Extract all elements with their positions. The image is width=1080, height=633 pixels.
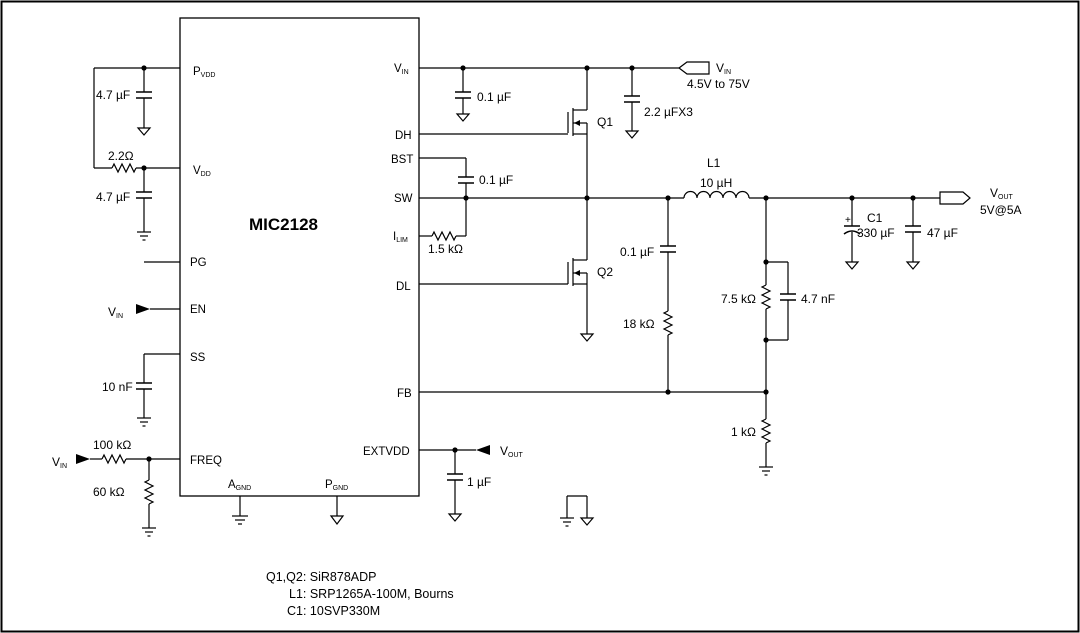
en-wiring: VIN xyxy=(108,304,180,320)
pin-sw: SW xyxy=(394,193,413,205)
label-c-extvdd: 1 µF xyxy=(467,475,491,489)
ground-tie xyxy=(560,495,595,527)
label-vin-range: 4.5V to 75V xyxy=(687,77,750,91)
freq-network: VIN 100 kΩ 60 kΩ xyxy=(52,438,180,537)
label-vout-net: VOUT xyxy=(990,186,1014,201)
label-extvdd-vout: VOUT xyxy=(500,444,524,459)
label-q1: Q1 xyxy=(597,115,613,129)
pin-agnd: AGND xyxy=(228,479,251,492)
vin-bypass-cap: 0.1 µF xyxy=(455,68,511,122)
label-r-freq-top: 100 kΩ xyxy=(93,438,131,452)
ilim-network: 1.5 kΩ xyxy=(419,198,467,256)
note-line-1: Q1,Q2: SiR878ADP xyxy=(266,570,376,584)
extvdd-network: VOUT 1 µF xyxy=(419,444,524,522)
label-r-fb-bot: 1 kΩ xyxy=(731,425,756,439)
note-line-3: C1: 10SVP330M xyxy=(287,604,380,618)
label-r-vdd: 2.2Ω xyxy=(108,149,134,163)
pin-bst: BST xyxy=(391,154,413,166)
label-l1-val: 10 µH xyxy=(700,176,732,190)
label-c1-ref: C1 xyxy=(867,211,883,225)
mosfet-q1: Q1 xyxy=(419,68,613,198)
pin-en: EN xyxy=(190,304,206,316)
ss-network: 10 nF xyxy=(102,353,180,427)
pin-dl: DL xyxy=(396,281,411,293)
bst-network: 0.1 µF xyxy=(419,157,513,201)
label-c-bst: 0.1 µF xyxy=(479,173,513,187)
label-l1-ref: L1 xyxy=(707,156,721,170)
label-vout-spec: 5V@5A xyxy=(980,203,1022,217)
pin-fb: FB xyxy=(397,388,412,400)
label-c-vdd: 4.7 µF xyxy=(96,190,130,204)
label-r-freq-bot: 60 kΩ xyxy=(93,485,125,499)
feedback-network: 7.5 kΩ 4.7 nF 1 kΩ xyxy=(419,198,835,476)
ic-body xyxy=(179,17,420,497)
label-c-vin-bulk: 2.2 µFX3 xyxy=(644,105,693,119)
pin-extvdd: EXTVDD xyxy=(363,446,410,458)
pin-ss: SS xyxy=(190,352,206,364)
snubber-network: 0.1 µF 18 kΩ xyxy=(620,198,676,395)
vin-bulk-cap: 2.2 µFX3 xyxy=(624,68,693,139)
pin-pvdd: PVDD xyxy=(193,66,215,79)
note-line-2: L1: SRP1265A-100M, Bourns xyxy=(289,587,454,601)
ic-name: MIC2128 xyxy=(249,215,318,234)
label-c-vin-bypass: 0.1 µF xyxy=(477,90,511,104)
label-c1-plus: + xyxy=(845,215,851,226)
pvdd-network: 4.7 µF xyxy=(93,65,180,168)
output-cap-c1: + C1 330 µF xyxy=(843,198,895,270)
pin-dh: DH xyxy=(395,130,412,142)
pin-pg: PG xyxy=(190,257,207,269)
sw-net: L1 10 µH VOUT 5V@5A xyxy=(419,156,1022,217)
label-c-ss: 10 nF xyxy=(102,380,133,394)
label-c1-val: 330 µF xyxy=(857,226,895,240)
vin-rail: VIN 4.5V to 75V xyxy=(419,61,750,91)
pgnd-wiring xyxy=(329,496,345,525)
vdd-network: 2.2Ω 4.7 µF xyxy=(94,149,180,241)
label-r-snub: 18 kΩ xyxy=(623,317,655,331)
agnd-wiring xyxy=(232,496,248,525)
label-r-ilim: 1.5 kΩ xyxy=(428,242,463,256)
label-freq-vin: VIN xyxy=(52,455,67,470)
label-q2: Q2 xyxy=(597,265,613,279)
pin-vdd: VDD xyxy=(193,165,211,178)
pin-pgnd: PGND xyxy=(325,479,348,492)
pin-freq: FREQ xyxy=(190,455,222,467)
label-en-vin: VIN xyxy=(108,305,123,320)
label-c-pvdd: 4.7 µF xyxy=(96,88,130,102)
label-r-ff: 7.5 kΩ xyxy=(721,292,756,306)
label-c-out2: 47 µF xyxy=(927,226,958,240)
label-c-snub: 0.1 µF xyxy=(620,245,654,259)
mosfet-q2: Q2 xyxy=(419,198,613,342)
pin-ilim: ILIM xyxy=(393,231,408,244)
label-c-ff: 4.7 nF xyxy=(801,292,835,306)
label-vin-net: VIN xyxy=(716,61,731,76)
output-cap-c2: 47 µF xyxy=(905,198,958,270)
pin-vin: VIN xyxy=(394,63,409,76)
